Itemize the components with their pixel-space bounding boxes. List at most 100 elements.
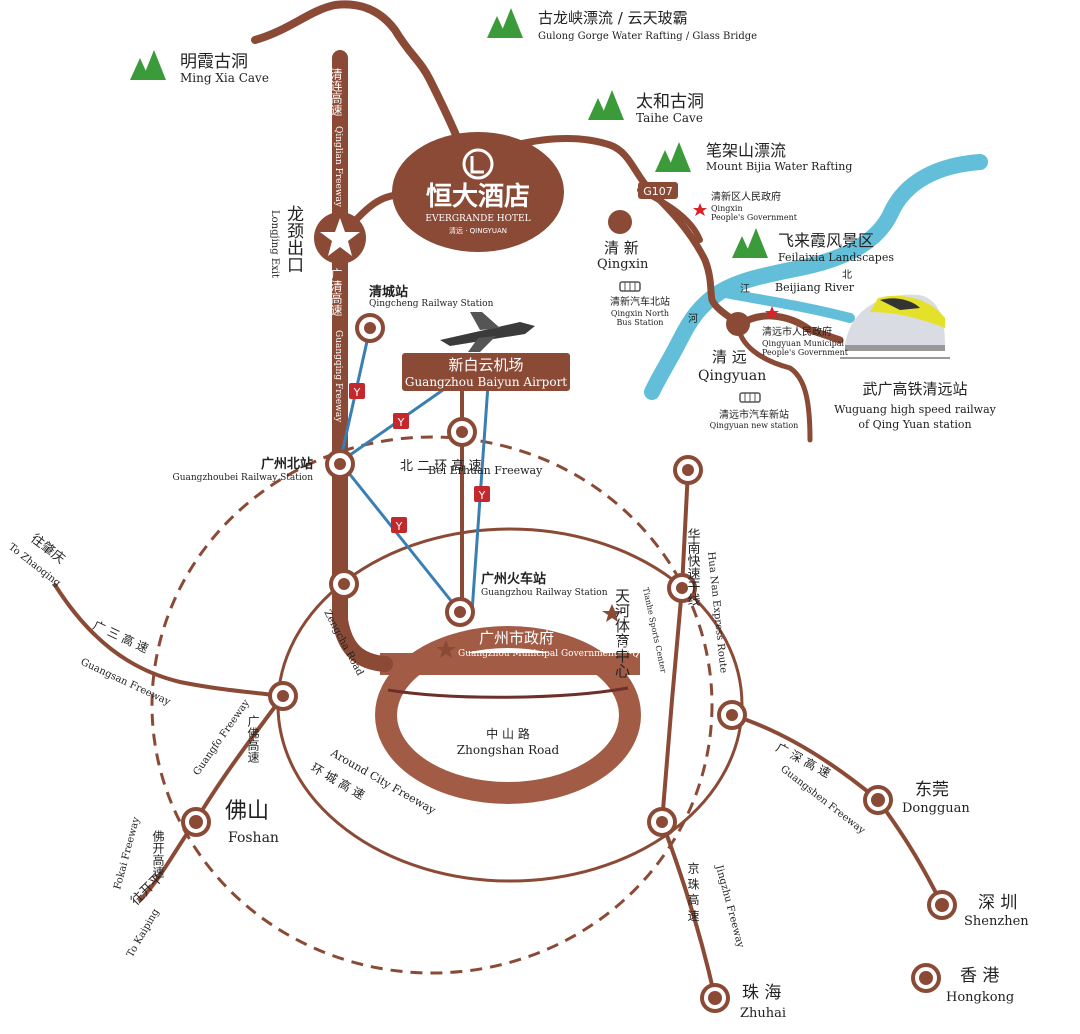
airplane-icon	[440, 312, 535, 352]
taihe-en: Taihe Cave	[636, 111, 703, 125]
tianhe-star-icon	[602, 604, 622, 622]
qinglian-en: Qinglian Freeway	[333, 126, 343, 208]
airport-name-zh: 新白云机场	[448, 356, 523, 374]
zhongshan-zh: 中 山 路	[486, 726, 530, 741]
beijiang-river	[644, 154, 988, 400]
zengcha-zh: 增槎路	[359, 606, 372, 641]
tree-icon	[130, 50, 166, 80]
to-kaiping-en: To Kaiping	[125, 907, 162, 960]
inner-ring-road	[375, 626, 641, 804]
longjing-label: 龙颈出口 Longjing Exit	[269, 205, 304, 278]
longjing-zh: 龙颈出口	[283, 205, 304, 273]
to-kaiping-zh: 往开平	[128, 871, 166, 909]
beijiang-zh1: 北	[842, 269, 852, 281]
gzgov-en: Guangzhou Municipal Government	[458, 649, 618, 659]
airport-name-en: Guangzhou Baiyun Airport	[405, 375, 567, 389]
huanan-zh: 华南快速干线	[685, 528, 701, 606]
qingcheng-zh: 清城站	[369, 284, 408, 300]
shenzhen-en: Shenzhen	[964, 914, 1029, 929]
feilaixia-zh: 飞来霞风景区	[778, 231, 874, 250]
gzbei-en: Guangzhoubei Railway Station	[173, 473, 314, 483]
star-icon	[320, 218, 360, 256]
hsr-zh: 武广高铁清远站	[862, 380, 967, 398]
qingyuan-gov-star-icon	[765, 306, 779, 319]
guangfo-zh: 广佛高速	[246, 715, 260, 763]
beijiang-zh2: 江	[740, 283, 750, 295]
g107-badge: G107	[638, 182, 678, 199]
guangfo-en: Guangfo Freeway	[191, 698, 252, 778]
bus-icon	[619, 281, 641, 292]
qingxin-bus-en1: Qingxin North	[611, 309, 669, 318]
beierhuan-zh: 北 二 环 高 速	[400, 458, 482, 474]
beierhuan-en: Bei Erhuan Freeway	[428, 464, 543, 477]
qinglian-zh: 清连高速	[329, 68, 343, 116]
hsr-en2: of Qing Yuan station	[858, 418, 971, 431]
airport-marker[interactable]: 新白云机场 Guangzhou Baiyun Airport	[402, 312, 570, 391]
qingxin-zh: 清 新	[604, 239, 639, 257]
fokai-en: Fokai Freeway	[112, 816, 142, 891]
hotel-city: 清远 · QINGYUAN	[449, 226, 507, 235]
gulong-en: Gulong Gorge Water Rafting / Glass Bridg…	[538, 31, 757, 42]
zhuhai-en: Zhuhai	[740, 1006, 786, 1021]
zhongshan-road-line	[387, 686, 629, 699]
qingxin-bus-zh: 清新汽车北站	[610, 295, 670, 308]
guangqing-zh: 广清高速	[329, 268, 343, 316]
hongkong-zh: 香 港	[960, 966, 999, 986]
tree-icon	[655, 142, 691, 172]
gzhc-en: Guangzhou Railway Station	[481, 588, 608, 598]
hotel-name-zh: 恒大酒店	[426, 182, 530, 212]
svg-text:Y: Y	[397, 416, 405, 429]
longjing-exit-marker	[314, 212, 366, 264]
zhongshan-en: Zhongshan Road	[457, 743, 560, 757]
high-speed-train-icon	[840, 294, 950, 359]
g107-label: G107	[643, 185, 673, 198]
qingxin-gov-en1: Qingxin	[711, 204, 743, 213]
bijia-en: Mount Bijia Water Rafting	[706, 160, 852, 173]
tree-icon	[588, 90, 624, 120]
svg-text:Y: Y	[478, 489, 486, 502]
feilaixia-en: Feilaixia Landscapes	[778, 251, 894, 264]
shenzhen-zh: 深 圳	[978, 893, 1017, 913]
fokai-zh: 佛开高速	[151, 830, 165, 878]
zhuhai-zh: 珠 海	[742, 983, 781, 1003]
svg-text:Y: Y	[395, 520, 403, 533]
guangsan-zh: 广 三 高 速	[91, 617, 151, 656]
tree-icon	[732, 228, 768, 258]
tree-icon	[487, 8, 523, 38]
road-markers	[181, 210, 957, 1013]
hotel-logo-icon	[462, 148, 494, 180]
qingxin-gov-zh: 清新区人民政府	[711, 190, 781, 203]
tianhe-en: Tianhe Sports Center	[641, 587, 668, 674]
hsr-en1: Wuguang high speed railway	[834, 403, 997, 416]
dongguan-en: Dongguan	[902, 801, 970, 816]
qingyuan-zh: 清 远	[712, 348, 747, 366]
qingxin-dot	[608, 210, 632, 234]
qingyuan-gov-en1: Qingyuan Municipal	[762, 339, 845, 348]
qingxin-en: Qingxin	[597, 257, 649, 272]
jingzhu-en: Jingzhu Freeway	[713, 863, 746, 949]
guangsan-en: Guangsan Freeway	[79, 657, 172, 708]
tianhe-zh: 天河体育中心	[613, 588, 631, 678]
foshan-zh: 佛山	[225, 799, 269, 824]
guangqing-en: Guangqing Freeway	[333, 330, 343, 423]
gzgov-zh: 广州市政府	[479, 629, 554, 647]
hotel-marker[interactable]: 恒大酒店 EVERGRANDE HOTEL 清远 · QINGYUAN	[392, 132, 564, 252]
qingyuan-bus-en: Qingyuan new station	[710, 421, 799, 430]
gulong-zh: 古龙峡漂流 / 云天玻霸	[538, 9, 688, 27]
ming-xia-en: Ming Xia Cave	[180, 71, 269, 85]
hongkong-en: Hongkong	[946, 990, 1014, 1005]
hotel-name-en: EVERGRANDE HOTEL	[425, 214, 530, 224]
qingyuan-dot	[726, 312, 750, 336]
qingxin-bus-en2: Bus Station	[617, 318, 664, 327]
qingyuan-gov-en2: People's Government	[762, 348, 849, 357]
bus-icon	[739, 392, 761, 403]
svg-text:Y: Y	[353, 386, 361, 399]
qingxin-gov-star-icon	[693, 203, 707, 216]
taihe-zh: 太和古洞	[636, 92, 704, 112]
qingyuan-en: Qingyuan	[698, 368, 766, 384]
bijia-zh: 笔架山漂流	[706, 141, 786, 160]
longjing-en: Longjing Exit	[269, 210, 280, 278]
gzgov-star-icon	[436, 640, 456, 658]
qingcheng-en: Qingcheng Railway Station	[369, 299, 494, 309]
